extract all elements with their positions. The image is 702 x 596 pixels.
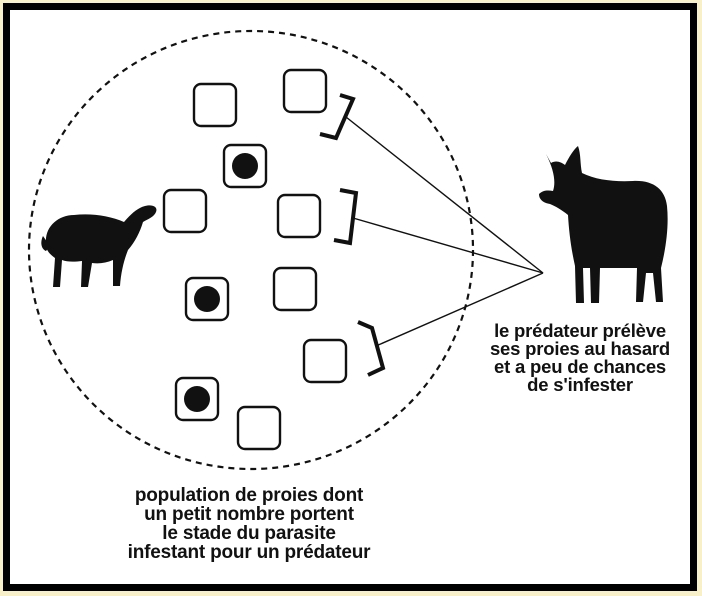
prey-square-healthy: [192, 82, 238, 128]
predation-line: [345, 116, 544, 274]
predation-line: [375, 272, 544, 347]
diagram-canvas: [27, 29, 668, 471]
caption-line: le stade du parasite: [162, 523, 336, 544]
caption-line: de s'infester: [527, 374, 633, 395]
prey-square-healthy: [162, 188, 208, 234]
predation-lines: [345, 116, 544, 347]
prey-square-infested: [222, 143, 268, 189]
caption-line: et a peu de chances: [493, 356, 667, 377]
caption-line: le prédateur prélève: [494, 320, 666, 341]
selection-bracket: [333, 188, 359, 246]
prey-population-caption: population de proies dont un petit nombr…: [84, 486, 414, 562]
selection-brackets: [319, 93, 386, 377]
prey-square-infested: [184, 276, 230, 322]
predator-caption: le prédateur prélève ses proies au hasar…: [456, 320, 690, 395]
prey-square-infested: [174, 376, 220, 422]
prey-individuals: [162, 68, 348, 451]
prey-population-boundary: [27, 29, 475, 471]
prey-square-healthy: [282, 68, 328, 114]
prey-square-healthy: [276, 193, 322, 239]
caption-line: un petit nombre portent: [144, 504, 354, 525]
wolf-silhouette-icon: [539, 146, 668, 303]
diagram-panel: population de proies dont un petit nombr…: [10, 10, 690, 584]
prey-square-healthy: [302, 338, 348, 384]
selection-bracket: [357, 320, 386, 377]
sheep-silhouette-icon: [41, 205, 157, 287]
caption-line: infestant pour un prédateur: [127, 542, 371, 563]
caption-line: ses proies au hasard: [489, 338, 671, 359]
prey-square-healthy: [272, 266, 318, 312]
selection-bracket: [319, 93, 356, 141]
caption-line: population de proies dont: [134, 485, 364, 506]
predation-line: [352, 217, 544, 274]
prey-square-healthy: [236, 405, 282, 451]
image-frame: population de proies dont un petit nombr…: [3, 3, 697, 591]
